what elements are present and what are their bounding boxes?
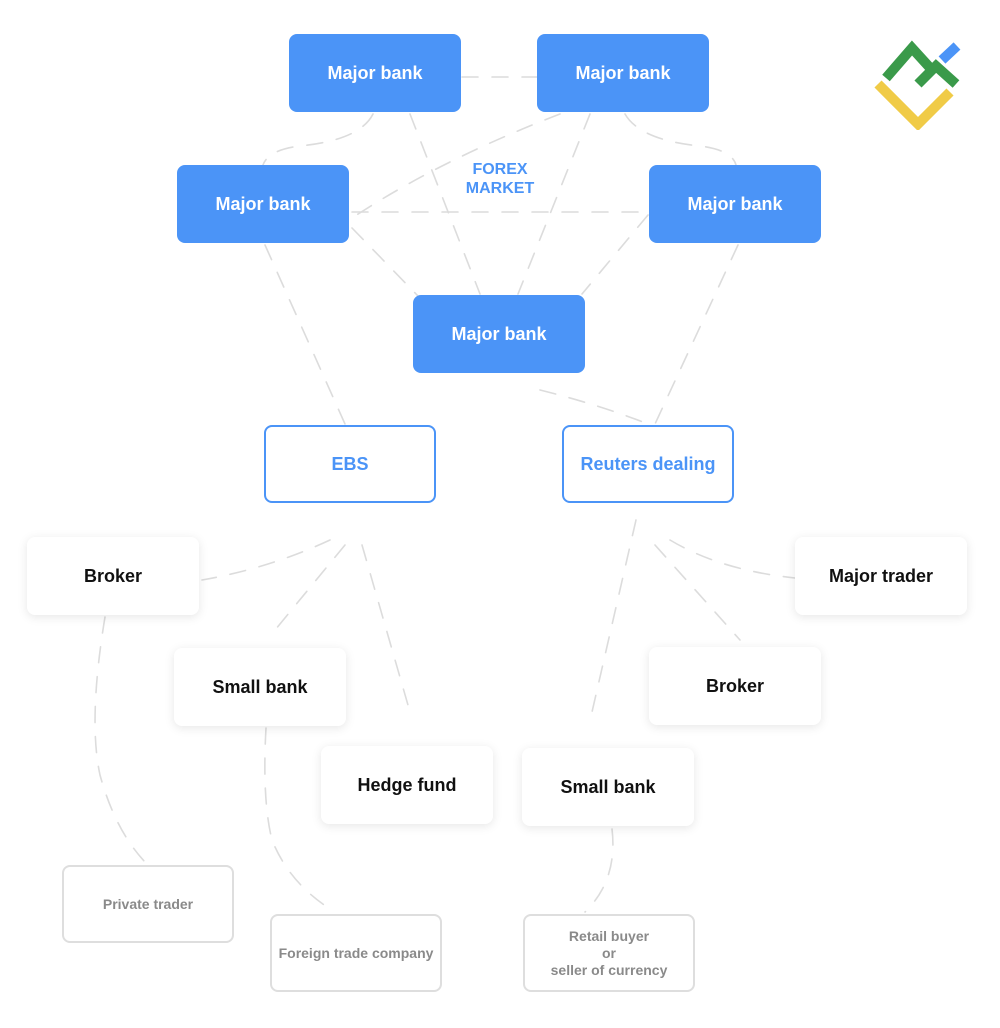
major-bank-middle-left: Major bank (177, 165, 349, 243)
major-trader-label: Major trader (828, 565, 934, 586)
link-bank1-bank3 (262, 113, 374, 166)
link-reuters-smallbank (591, 519, 637, 713)
major-bank-label: Major bank (327, 62, 423, 83)
small-bank-label: Small bank (560, 776, 656, 797)
forex-market-title-line1: FOREX (472, 161, 528, 178)
link-bank4-reuters (654, 244, 739, 425)
retail-label-line2: or (602, 944, 616, 961)
major-bank-top-right: Major bank (537, 34, 709, 112)
broker-right: Broker (649, 647, 821, 725)
link-smallbank-retail (584, 828, 614, 913)
link-broker-privatetrader (94, 616, 146, 863)
link-bank2-bank5 (517, 113, 591, 295)
forex-market-title: FOREX MARKET (440, 160, 560, 198)
hedge-fund: Hedge fund (321, 746, 493, 824)
broker-label: Broker (83, 565, 143, 586)
link-bank1-bank5 (409, 113, 481, 295)
link-smallbank-foreigntrade (264, 727, 336, 913)
small-bank-label: Small bank (212, 676, 308, 697)
foreign-trade-company: Foreign trade company (270, 914, 442, 992)
hedge-fund-label: Hedge fund (357, 774, 457, 795)
forex-market-title-line2: MARKET (465, 180, 535, 197)
retail-label-line1: Retail buyer (568, 927, 650, 944)
link-ebs-smallbank (274, 544, 346, 631)
link-bank3-bank5 (351, 227, 419, 297)
reuters-dealing-label: Reuters dealing (580, 453, 716, 474)
major-bank-middle-right: Major bank (649, 165, 821, 243)
link-bank4-bank5 (581, 214, 649, 295)
major-bank-label: Major bank (451, 323, 547, 344)
major-bank-label: Major bank (575, 62, 671, 83)
link-reuters-majortrader (669, 539, 796, 579)
major-bank-label: Major bank (687, 193, 783, 214)
reuters-dealing-platform: Reuters dealing (562, 425, 734, 503)
ebs-label: EBS (331, 453, 369, 474)
retail-label-line3: seller of currency (550, 961, 668, 978)
major-trader: Major trader (795, 537, 967, 615)
link-bank2-bank3 (351, 113, 561, 219)
link-reuters-broker (654, 544, 741, 641)
link-bank3-ebs (264, 244, 346, 425)
broker-left: Broker (27, 537, 199, 615)
link-bank5-reuters (539, 389, 649, 425)
ebs-platform: EBS (264, 425, 436, 503)
link-bank2-bank4 (624, 113, 737, 166)
major-bank-top-left: Major bank (289, 34, 461, 112)
major-bank-label: Major bank (215, 193, 311, 214)
brand-logo-icon (872, 38, 964, 132)
foreign-trade-company-label: Foreign trade company (278, 944, 434, 961)
broker-label: Broker (705, 675, 765, 696)
retail-buyer-or-seller: Retail buyer or seller of currency (523, 914, 695, 992)
small-bank-right: Small bank (522, 748, 694, 826)
major-bank-center: Major bank (413, 295, 585, 373)
link-ebs-hedgefund (361, 544, 411, 713)
private-trader: Private trader (62, 865, 234, 943)
private-trader-label: Private trader (102, 895, 194, 912)
link-ebs-broker (201, 539, 331, 581)
small-bank-left: Small bank (174, 648, 346, 726)
